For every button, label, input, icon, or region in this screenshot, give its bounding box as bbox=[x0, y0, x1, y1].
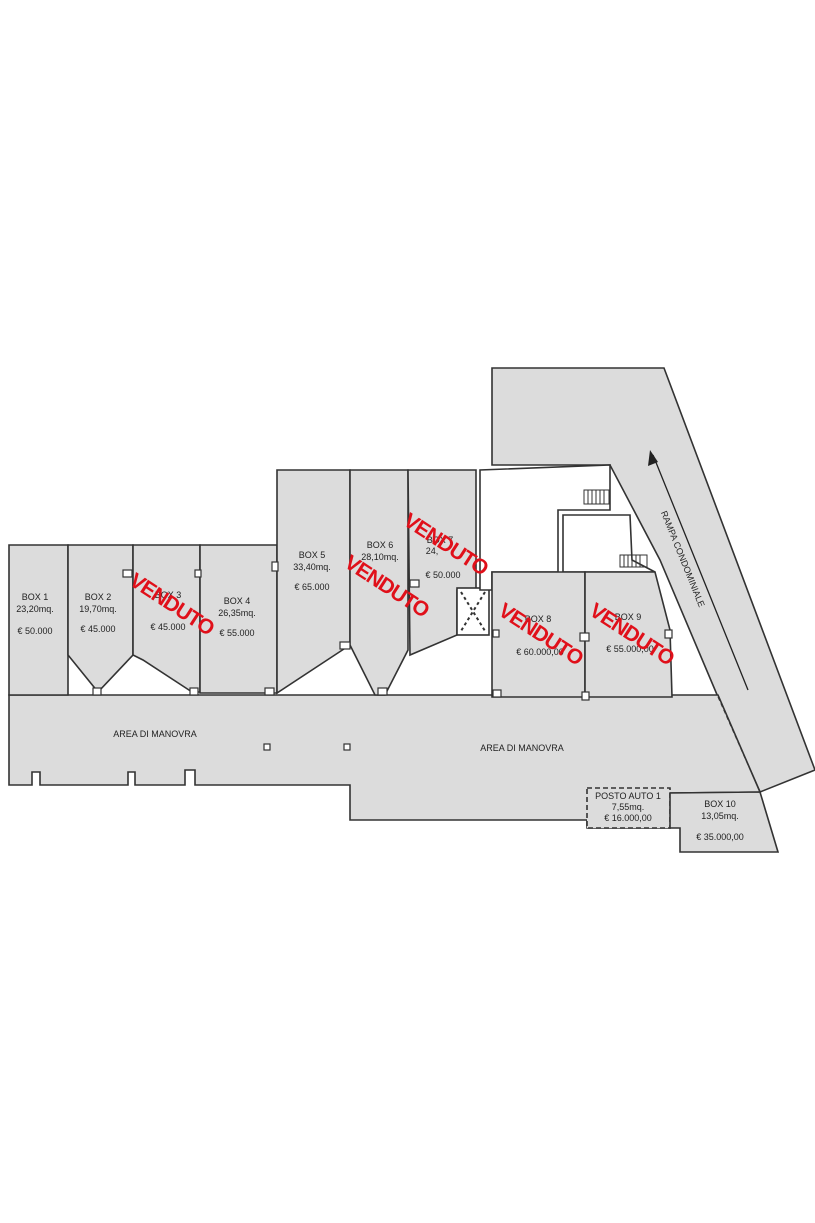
posto-auto-1[interactable] bbox=[586, 787, 671, 829]
unit-price: € 50.000 bbox=[425, 570, 460, 580]
unit-posto-auto-1: POSTO AUTO 1 7,55mq. € 16.000,00 bbox=[595, 791, 661, 823]
unit-name: BOX 5 bbox=[299, 550, 326, 560]
unit-price: € 65.000 bbox=[294, 582, 329, 592]
elevator bbox=[456, 587, 490, 636]
unit-name: BOX 7 bbox=[427, 535, 454, 545]
unit-area: 13,05mq. bbox=[701, 811, 739, 821]
unit-area: 33,40mq. bbox=[293, 562, 331, 572]
unit-box-8: BOX 8 € 60.000,00 bbox=[516, 614, 564, 657]
unit-name: BOX 1 bbox=[22, 592, 49, 602]
unit-name: BOX 8 bbox=[525, 614, 552, 624]
unit-box-2: BOX 2 19,70mq. € 45.000 bbox=[79, 592, 117, 634]
unit-price: € 55.000 bbox=[219, 628, 254, 638]
unit-name: POSTO AUTO 1 bbox=[595, 791, 661, 801]
unit-name: BOX 10 bbox=[704, 799, 736, 809]
box-2[interactable] bbox=[67, 544, 134, 694]
unit-area: 7,55mq. bbox=[612, 802, 645, 812]
unit-box-3: BOX 3 € 45.000 bbox=[150, 590, 185, 632]
unit-price: € 45.000 bbox=[150, 622, 185, 632]
unit-box-10: BOX 10 13,05mq. € 35.000,00 bbox=[696, 799, 744, 842]
unit-price: € 35.000,00 bbox=[696, 832, 744, 842]
unit-box-9: BOX 9 € 55.000,00 bbox=[606, 612, 654, 654]
box-10[interactable] bbox=[669, 791, 780, 853]
stairs-icon bbox=[583, 489, 648, 568]
unit-price: € 16.000,00 bbox=[604, 813, 652, 823]
unit-box-6: BOX 6 28,10mq. bbox=[361, 540, 399, 562]
unit-price: € 60.000,00 bbox=[516, 647, 564, 657]
area-label: AREA DI MANOVRA bbox=[480, 743, 564, 753]
box-1[interactable] bbox=[8, 544, 69, 696]
unit-box-4: BOX 4 26,35mq. € 55.000 bbox=[218, 596, 256, 638]
unit-area: 28,10mq. bbox=[361, 552, 399, 562]
area-label: AREA DI MANOVRA bbox=[113, 729, 197, 739]
ramp-arrow-icon bbox=[648, 450, 749, 691]
unit-name: BOX 9 bbox=[615, 612, 642, 622]
unit-price: € 45.000 bbox=[80, 624, 115, 634]
unit-name: BOX 3 bbox=[155, 590, 182, 600]
unit-area: 19,70mq. bbox=[79, 604, 117, 614]
unit-name: BOX 2 bbox=[85, 592, 112, 602]
unit-box-5: BOX 5 33,40mq. € 65.000 bbox=[293, 550, 331, 592]
unit-box-7: BOX 7 24, € 50.000 bbox=[425, 535, 460, 580]
unit-name: BOX 6 bbox=[367, 540, 394, 550]
unit-price: € 55.000,00 bbox=[606, 644, 654, 654]
box-9[interactable] bbox=[584, 571, 673, 698]
elevator-shaft-icon bbox=[460, 591, 486, 632]
unit-box-1: BOX 1 23,20mq. € 50.000 bbox=[16, 592, 54, 636]
pillars bbox=[92, 561, 673, 751]
stair-room bbox=[562, 514, 656, 573]
unit-area: 23,20mq. bbox=[16, 604, 54, 614]
unit-area: 26,35mq. bbox=[218, 608, 256, 618]
unit-area: 24, bbox=[426, 546, 439, 556]
unit-price: € 50.000 bbox=[17, 626, 52, 636]
unit-name: BOX 4 bbox=[224, 596, 251, 606]
